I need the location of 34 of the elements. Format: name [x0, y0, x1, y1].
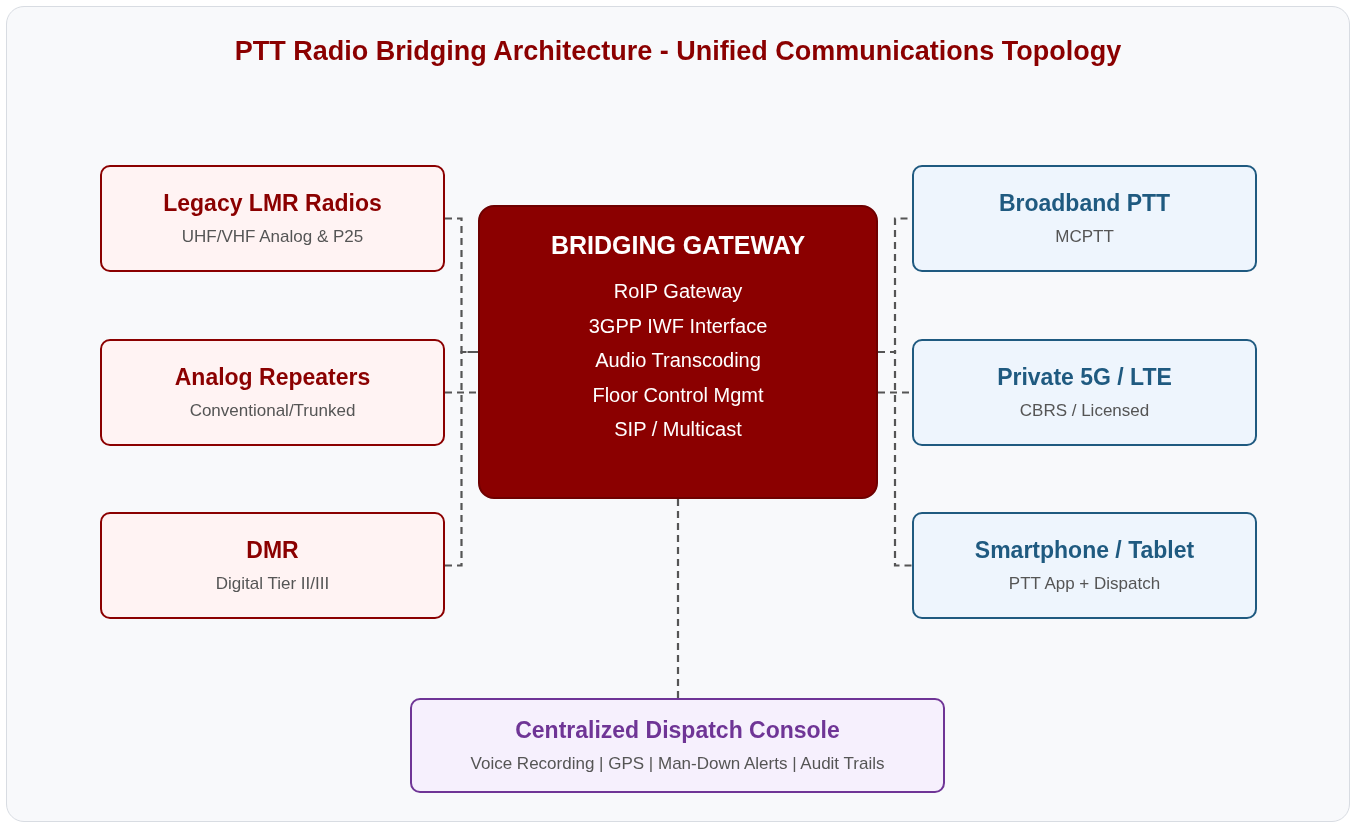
box-heading: Analog Repeaters [174, 364, 371, 391]
device-box [410, 698, 945, 793]
device-box [100, 339, 445, 446]
connector-line [445, 391, 478, 394]
device-box [912, 165, 1257, 272]
box-heading: Legacy LMR Radios [163, 190, 382, 217]
box-text: Audio Transcoding [595, 348, 761, 373]
box-heading: DMR [246, 537, 299, 564]
box-heading: Private 5G / LTE [997, 364, 1172, 391]
device-box [100, 165, 445, 272]
box-heading: Smartphone / Tablet [974, 537, 1195, 564]
box-text: MCPTT [1055, 227, 1114, 247]
gateway-box [478, 205, 878, 499]
box-text: 3GPP IWF Interface [588, 313, 768, 339]
diagram-title: PTT Radio Bridging Architecture - Unified Communications Topology [233, 36, 1123, 67]
box-text: SIP / Multicast [614, 417, 742, 442]
connector-line [878, 350, 912, 567]
device-box [100, 512, 445, 619]
connector-line [676, 499, 680, 698]
box-text: Voice Recording | GPS | Man-Down Alerts | Audit Trails [470, 754, 885, 774]
box-text: Digital Tier II/III [215, 574, 330, 594]
box-text: RoIP Gateway [613, 279, 743, 304]
connector-line [445, 350, 478, 567]
box-text: UHF/VHF Analog & P25 [181, 227, 364, 247]
connector-line [878, 391, 912, 394]
device-box [912, 512, 1257, 619]
device-box [912, 339, 1257, 446]
box-text: Conventional/Trunked [189, 401, 356, 421]
box-heading: BRIDGING GATEWAY [550, 231, 806, 260]
box-heading: Broadband PTT [998, 190, 1171, 217]
box-text: PTT App + Dispatch [1008, 574, 1161, 594]
box-text: CBRS / Licensed [1019, 401, 1150, 421]
box-text: Floor Control Mgmt [592, 382, 764, 408]
box-heading: Centralized Dispatch Console [515, 717, 840, 744]
